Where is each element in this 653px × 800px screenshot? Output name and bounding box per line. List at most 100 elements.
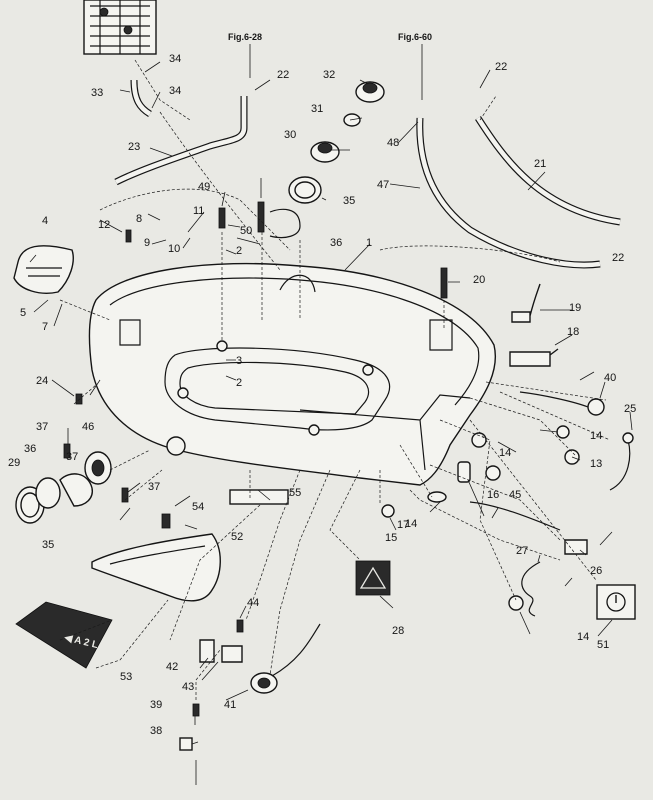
callout-9: 9 xyxy=(144,237,150,249)
callout-39: 39 xyxy=(150,699,162,711)
bolt-39 xyxy=(192,703,200,717)
callout-14: 14 xyxy=(577,631,589,643)
hose-23 xyxy=(114,96,248,186)
callout-36: 36 xyxy=(24,443,36,455)
washer-45 xyxy=(485,465,501,481)
label-55 xyxy=(229,489,289,505)
bracket-43 xyxy=(221,645,243,663)
callout-34: 34 xyxy=(169,85,181,97)
callout-5: 5 xyxy=(20,307,26,319)
callout-50: 50 xyxy=(240,225,252,237)
callout-1: 1 xyxy=(366,237,372,249)
bracket-36-left xyxy=(59,473,93,507)
callout-24: 24 xyxy=(36,375,48,387)
clip-38 xyxy=(179,737,193,751)
callout-10: 10 xyxy=(168,243,180,255)
callout-55: 55 xyxy=(289,487,301,499)
callout-22: 22 xyxy=(612,252,624,264)
callout-23: 23 xyxy=(128,141,140,153)
seal-35-left xyxy=(35,477,61,509)
clip-19 xyxy=(511,283,541,323)
callout-30: 30 xyxy=(284,129,296,141)
bolt-16 xyxy=(457,461,471,483)
callout-20: 20 xyxy=(473,274,485,286)
callout-36: 36 xyxy=(330,237,342,249)
callout-2: 2 xyxy=(236,377,242,389)
callout-19: 19 xyxy=(569,302,581,314)
callout-31: 31 xyxy=(311,103,323,115)
callout-42: 42 xyxy=(166,661,178,673)
callout-4: 4 xyxy=(42,215,48,227)
callout-34: 34 xyxy=(169,53,181,65)
switch-26 xyxy=(564,539,588,555)
callout-37: 37 xyxy=(36,421,48,433)
callout-29: 29 xyxy=(8,457,20,469)
callout-18: 18 xyxy=(567,326,579,338)
callout-14: 14 xyxy=(499,447,511,459)
callout-7: 7 xyxy=(42,321,48,333)
callout-35: 35 xyxy=(42,539,54,551)
callout-41: 41 xyxy=(224,699,236,711)
callout-3: 3 xyxy=(236,355,242,367)
bottom-cowling-part xyxy=(88,262,496,486)
callout-28: 28 xyxy=(392,625,404,637)
connector-18 xyxy=(509,348,559,367)
callout-37: 37 xyxy=(148,481,160,493)
callout-11: 11 xyxy=(193,205,204,217)
engine-block-part xyxy=(83,0,157,55)
clip-17 xyxy=(427,491,447,503)
callout-51: 51 xyxy=(597,639,609,651)
cap-40 xyxy=(587,398,605,416)
callout-38: 38 xyxy=(150,725,162,737)
hose-47 xyxy=(416,117,601,269)
callout-22: 22 xyxy=(495,61,507,73)
callout-14: 14 xyxy=(405,518,417,530)
cable-25 xyxy=(609,439,631,491)
grommet-15 xyxy=(381,504,395,518)
bracket-36-top xyxy=(269,208,301,239)
callout-22: 22 xyxy=(277,69,289,81)
callout-52: 52 xyxy=(231,531,243,543)
callout-48: 48 xyxy=(387,137,399,149)
warning-label-28 xyxy=(355,560,391,596)
plate-53 xyxy=(15,601,113,669)
callout-33: 33 xyxy=(91,87,103,99)
callout-40: 40 xyxy=(604,372,616,384)
screw-44 xyxy=(236,619,244,633)
callout-26: 26 xyxy=(590,565,602,577)
figure-ref-6-60: Fig.6-60 xyxy=(398,32,432,42)
callout-27: 27 xyxy=(516,545,528,557)
callout-43: 43 xyxy=(182,681,194,693)
figure-reference-labels: Fig.6-28 Fig.6-60 xyxy=(228,32,432,42)
parts-drawing xyxy=(13,0,636,751)
callout-17: 17 xyxy=(397,519,409,531)
callout-54: 54 xyxy=(192,501,204,513)
callout-37: 37 xyxy=(66,451,78,463)
callout-32: 32 xyxy=(323,69,335,81)
callout-13: 13 xyxy=(590,458,602,470)
callout-25: 25 xyxy=(624,403,636,415)
callout-14: 14 xyxy=(590,430,602,442)
clip-42 xyxy=(199,639,215,663)
lanyard-27 xyxy=(521,561,541,617)
handle-part-4 xyxy=(13,245,74,294)
callout-35: 35 xyxy=(343,195,355,207)
callout-12: 12 xyxy=(98,219,110,231)
callout-21: 21 xyxy=(534,158,546,170)
callout-44: 44 xyxy=(247,597,259,609)
callout-16: 16 xyxy=(487,489,499,501)
figure-ref-6-28: Fig.6-28 xyxy=(228,32,262,42)
callout-45: 45 xyxy=(509,489,521,501)
callout-46: 46 xyxy=(82,421,94,433)
callout-47: 47 xyxy=(377,179,389,191)
callout-53: 53 xyxy=(120,671,132,683)
hose-21 xyxy=(475,116,621,226)
callout-15: 15 xyxy=(385,532,397,544)
cover-52 xyxy=(91,533,221,602)
guide-lines xyxy=(29,44,633,785)
callout-8: 8 xyxy=(136,213,142,225)
callout-49: 49 xyxy=(198,181,210,193)
